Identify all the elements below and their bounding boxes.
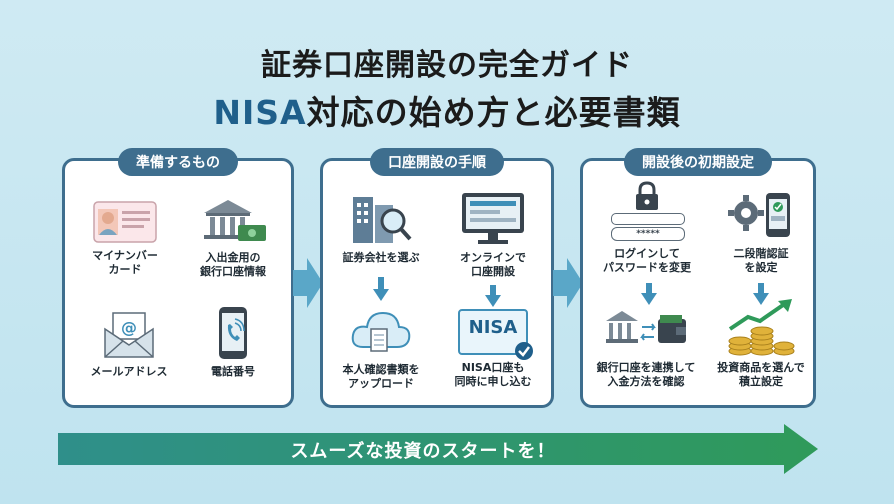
- flow-arrow-1: [293, 258, 323, 308]
- setup-panel: 開設後の初期設定 ***** ログインして パスワードを変更: [580, 148, 816, 408]
- item-choose-broker: 証券会社を選ぶ: [331, 191, 431, 265]
- down-arrow-icon: [485, 285, 501, 307]
- bank-wallet-icon: [606, 311, 686, 343]
- down-arrow-icon: [753, 283, 769, 305]
- item-label-1: 電話番号: [211, 365, 255, 378]
- item-label-1: 証券会社を選ぶ: [342, 251, 420, 264]
- item-choose-products: 投資商品を選んで 積立設定: [707, 299, 815, 389]
- item-label-2: パスワードを変更: [603, 261, 691, 274]
- item-label-2: 同時に申し込む: [454, 375, 532, 388]
- gear-phone-icon: [728, 193, 790, 237]
- item-nisa-apply: NISA NISA口座も 同時に申し込む: [441, 309, 545, 389]
- phone-icon: [219, 307, 247, 359]
- start-banner: スムーズな投資のスタートを！: [58, 424, 818, 474]
- bank-cash-icon: [204, 200, 266, 241]
- item-email: @ メールアドレス: [79, 309, 179, 379]
- item-online-open: オンラインで 口座開設: [441, 191, 545, 279]
- setup-heading: 開設後の初期設定: [624, 148, 772, 176]
- procedure-panel: 口座開設の手順 証券会社を選ぶ オンラインで 口座開設: [320, 148, 554, 408]
- svg-text:@: @: [121, 318, 137, 337]
- email-icon: @: [104, 312, 154, 358]
- checkmark-icon: [515, 342, 533, 360]
- username-bar: [611, 213, 685, 225]
- subtitle-rest: 対応の始め方と必要書類: [306, 93, 681, 132]
- page-title: 証券口座開設の完全ガイド: [261, 48, 633, 83]
- item-label-2: を設定: [744, 261, 778, 274]
- id-card-icon: [93, 201, 157, 243]
- item-upload-id: 本人確認書類を アップロード: [329, 307, 433, 391]
- coins-growth-icon: [728, 299, 795, 356]
- item-link-bank: 銀行口座を連携して 入金方法を確認: [585, 307, 707, 389]
- nisa-highlight: NISA: [213, 93, 307, 132]
- password-bar: *****: [611, 227, 685, 241]
- procedure-heading: 口座開設の手順: [370, 148, 504, 176]
- prepare-panel: 準備するもの マイナンバー カード 入出金用の 銀行口座情報: [62, 148, 294, 408]
- monitor-icon: [462, 193, 524, 244]
- item-phone: 電話番号: [187, 305, 279, 379]
- green-arrow-shape: [58, 424, 818, 474]
- item-label-1: オンラインで: [460, 251, 526, 264]
- item-change-password: ***** ログインして パスワードを変更: [589, 181, 705, 275]
- item-label-2: 入金方法を確認: [607, 375, 685, 388]
- item-label-1: 本人確認書類を: [342, 363, 420, 376]
- cloud-upload-icon: [351, 311, 411, 352]
- item-label-1: 入出金用の: [205, 251, 261, 264]
- banner-text: スムーズな投資のスタートを！: [290, 441, 556, 462]
- item-bank-info: 入出金用の 銀行口座情報: [183, 197, 283, 279]
- item-label-2: 積立設定: [739, 375, 783, 388]
- item-label-2: 口座開設: [471, 265, 515, 278]
- page-subtitle: NISA対応の始め方と必要書類: [0, 86, 894, 134]
- item-label-1: NISA口座も: [461, 361, 525, 374]
- item-label-1: メールアドレス: [90, 365, 168, 378]
- nisa-badge-text: NISA: [468, 317, 518, 338]
- item-two-factor: 二段階認証 を設定: [713, 189, 809, 275]
- lock-password-icon: *****: [607, 181, 687, 243]
- item-label-1: 銀行口座を連携して: [596, 361, 696, 374]
- item-label-2: 銀行口座情報: [200, 265, 266, 278]
- building-search-icon: [353, 197, 412, 243]
- prepare-heading: 準備するもの: [118, 148, 238, 176]
- nisa-badge-icon: NISA: [458, 309, 533, 360]
- item-label-2: アップロード: [348, 377, 414, 390]
- down-arrow-icon: [641, 283, 657, 305]
- item-label-1: 投資商品を選んで: [717, 361, 805, 374]
- item-label-2: カード: [108, 263, 142, 276]
- item-label-1: マイナンバー: [92, 249, 158, 262]
- padlock-icon: [636, 181, 658, 210]
- flow-arrow-2: [553, 258, 583, 308]
- item-label-1: 二段階認証: [733, 247, 789, 260]
- item-mynumber-card: マイナンバー カード: [79, 199, 171, 277]
- item-label-1: ログインして: [614, 247, 680, 260]
- down-arrow-icon: [373, 277, 389, 301]
